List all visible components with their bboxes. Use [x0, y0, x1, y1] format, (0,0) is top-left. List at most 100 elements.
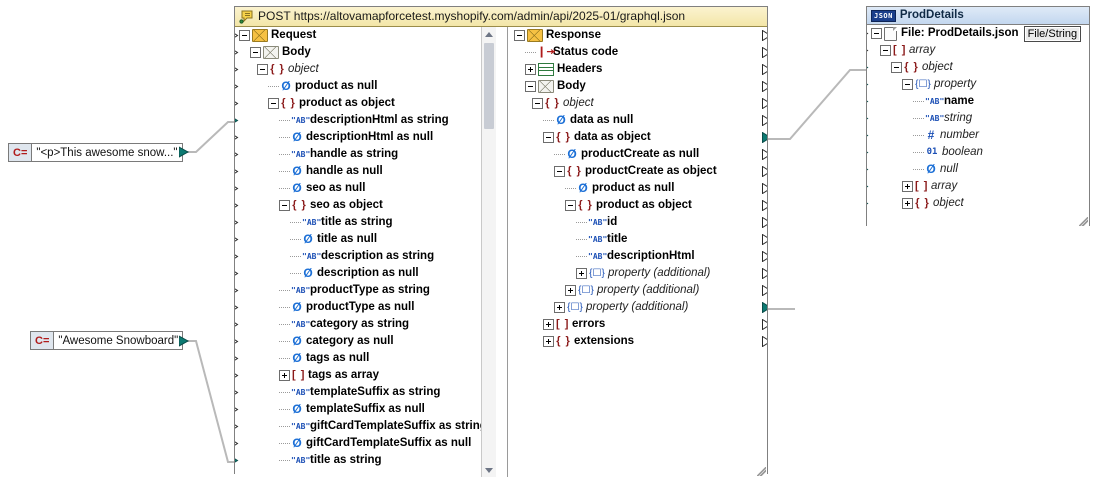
tree-row[interactable]: [ ]errors — [512, 316, 762, 333]
connector-arrow[interactable] — [762, 80, 767, 95]
connector-arrow[interactable] — [235, 319, 239, 333]
connector-arrow[interactable] — [867, 28, 869, 42]
connector-arrow[interactable] — [235, 166, 239, 180]
scroll-down-arrow[interactable] — [482, 463, 496, 477]
connector-arrow[interactable] — [235, 251, 239, 265]
tree-row[interactable]: #number — [867, 127, 1089, 144]
collapse-icon[interactable] — [891, 62, 902, 73]
resize-grip[interactable] — [1079, 217, 1088, 226]
connector-arrow[interactable] — [235, 404, 239, 418]
tree-row-file[interactable]: File: ProdDetails.json File/String — [867, 25, 1089, 42]
tree-row[interactable]: [ ]tags as array — [237, 367, 489, 384]
tree-row[interactable]: "AB"title as string — [237, 214, 489, 231]
collapse-icon[interactable] — [880, 45, 891, 56]
connector-arrow[interactable] — [867, 198, 869, 212]
expand-icon[interactable] — [543, 336, 554, 347]
connector-arrow[interactable] — [762, 114, 767, 129]
expand-icon[interactable] — [902, 198, 913, 209]
tree-row[interactable]: [ ]array — [867, 42, 1089, 59]
constant-output-connector-1[interactable] — [178, 146, 190, 161]
tree-row[interactable]: "AB"name — [867, 93, 1089, 110]
tree-row[interactable]: { }object — [867, 59, 1089, 76]
connector-arrow[interactable] — [235, 47, 239, 61]
tree-row-status-code[interactable]: ❙⇥ Status code — [512, 44, 762, 61]
tree-row[interactable]: "AB"title — [512, 231, 762, 248]
collapse-icon[interactable] — [239, 30, 250, 41]
tree-row[interactable]: {☐}property — [867, 76, 1089, 93]
collapse-icon[interactable] — [565, 200, 576, 211]
tree-row[interactable]: { }data as object — [512, 129, 762, 146]
tree-row[interactable]: "AB"descriptionHtml as string — [237, 112, 489, 129]
tree-row[interactable]: { }seo as object — [237, 197, 489, 214]
tree-row[interactable]: "AB"string — [867, 110, 1089, 127]
collapse-icon[interactable] — [554, 166, 565, 177]
resize-grip[interactable] — [757, 467, 766, 476]
connector-arrow[interactable] — [762, 233, 767, 248]
connector-arrow[interactable] — [867, 79, 869, 93]
connector-arrow[interactable] — [235, 30, 239, 44]
connector-arrow[interactable] — [235, 149, 239, 163]
proddetails-title-bar[interactable]: JSON ProdDetails — [867, 7, 1089, 25]
connector-arrow[interactable] — [867, 45, 869, 59]
tree-row[interactable]: "AB"title as string — [237, 452, 489, 469]
connector-arrow[interactable] — [762, 250, 767, 265]
tree-row[interactable]: { }object — [867, 195, 1089, 212]
scrollbar-thumb[interactable] — [484, 43, 494, 129]
connector-arrow[interactable] — [867, 62, 869, 76]
connector-arrow[interactable] — [235, 455, 239, 469]
tree-row[interactable]: { }extensions — [512, 333, 762, 350]
connector-arrow[interactable] — [867, 147, 869, 161]
collapse-icon[interactable] — [871, 28, 882, 39]
connector-arrow[interactable] — [762, 284, 767, 299]
connector-arrow[interactable] — [235, 234, 239, 248]
tree-row-response[interactable]: Response — [512, 27, 762, 44]
tree-row[interactable]: "AB"id — [512, 214, 762, 231]
connector-arrow[interactable] — [235, 421, 239, 435]
connector-arrow[interactable] — [867, 130, 869, 144]
collapse-icon[interactable] — [525, 81, 536, 92]
tree-row[interactable]: {☐}property (additional) — [512, 282, 762, 299]
connector-arrow[interactable] — [762, 29, 767, 44]
connector-arrow[interactable] — [762, 216, 767, 231]
collapse-icon[interactable] — [902, 79, 913, 90]
expand-icon[interactable] — [279, 370, 290, 381]
connector-arrow[interactable] — [762, 63, 767, 78]
collapse-icon[interactable] — [257, 64, 268, 75]
connector-arrow[interactable] — [235, 336, 239, 350]
collapse-icon[interactable] — [268, 98, 279, 109]
expand-icon[interactable] — [525, 64, 536, 75]
connector-arrow[interactable] — [235, 387, 239, 401]
connector-arrow[interactable] — [762, 97, 767, 112]
request-scrollbar[interactable] — [481, 27, 496, 477]
connector-arrow[interactable] — [867, 181, 869, 195]
tree-row[interactable]: "AB"category as string — [237, 316, 489, 333]
connector-arrow[interactable] — [235, 200, 239, 214]
file-string-toggle-button[interactable]: File/String — [1023, 25, 1082, 42]
tree-row[interactable]: { }product as object — [512, 197, 762, 214]
tree-row[interactable]: {☐}property (additional) — [512, 265, 762, 282]
connector-arrow[interactable] — [235, 217, 239, 231]
connector-arrow[interactable] — [762, 182, 767, 197]
connector-arrow[interactable] — [235, 81, 239, 95]
connector-arrow[interactable] — [235, 438, 239, 452]
collapse-icon[interactable] — [250, 47, 261, 58]
tree-row[interactable]: { }product as object — [237, 95, 489, 112]
tree-row[interactable]: {☐}property (additional) — [512, 299, 762, 316]
connector-arrow[interactable] — [235, 64, 239, 78]
tree-row[interactable]: "AB"templateSuffix as string — [237, 384, 489, 401]
collapse-icon[interactable] — [543, 132, 554, 143]
connector-arrow[interactable] — [867, 164, 869, 178]
connector-arrow[interactable] — [762, 199, 767, 214]
connector-arrow[interactable] — [762, 267, 767, 282]
